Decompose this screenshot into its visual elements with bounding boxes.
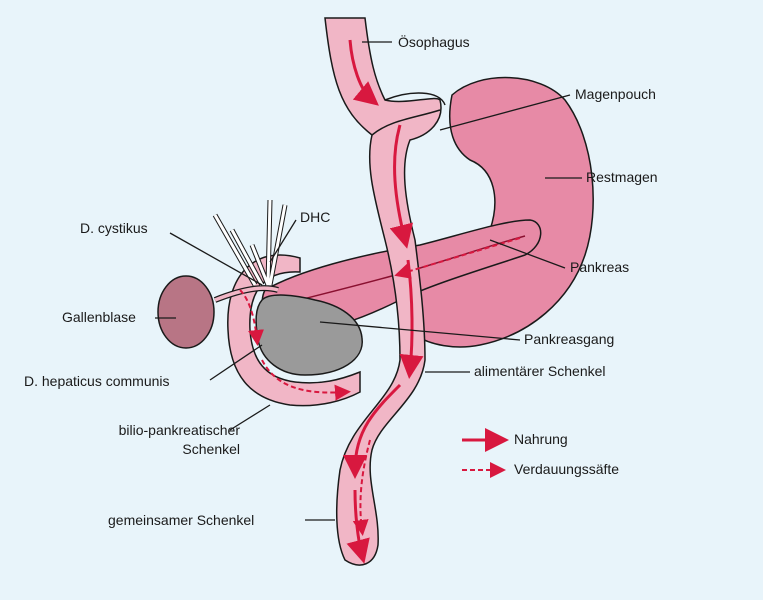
label-dhc: DHC <box>300 209 331 225</box>
remnant-stomach-shape <box>409 76 594 348</box>
label-bilio-line1: bilio-pankreatischer <box>118 422 240 438</box>
gallbladder-shape <box>157 275 215 349</box>
label-gemeinsamer-schenkel: gemeinsamer Schenkel <box>108 512 255 528</box>
label-pankreasgang: Pankreasgang <box>524 331 615 347</box>
label-bilio-line2: Schenkel <box>182 441 240 457</box>
digestive-juice-arrow <box>352 439 371 536</box>
food-flow-arrow <box>343 383 402 479</box>
legend-label-nahrung: Nahrung <box>514 431 568 447</box>
label-pankreas: Pankreas <box>570 259 630 275</box>
label-restmagen: Restmagen <box>586 169 658 185</box>
food-flow-arrow <box>348 39 379 106</box>
duodenal-loop-shape <box>227 254 361 407</box>
label-oesophagus: Ösophagus <box>398 34 470 50</box>
food-flow-arrow <box>389 124 414 249</box>
label-alimentaerer-schenkel: alimentärer Schenkel <box>474 363 606 379</box>
legend-label-verdauungssaefte: Verdauungssäfte <box>514 461 620 477</box>
digestive-juice-arrow <box>239 289 264 346</box>
label-gallenblase: Gallenblase <box>62 309 136 325</box>
label-bilio-pankreatischer-schenkel: bilio-pankreatischer Schenkel <box>70 421 240 459</box>
leader-lines <box>155 41 582 521</box>
label-magenpouch: Magenpouch <box>575 86 656 102</box>
label-d-hepaticus-communis: D. hepaticus communis <box>24 373 170 389</box>
label-d-cystikus: D. cystikus <box>80 220 148 236</box>
digestive-juice-arrow <box>261 359 351 401</box>
